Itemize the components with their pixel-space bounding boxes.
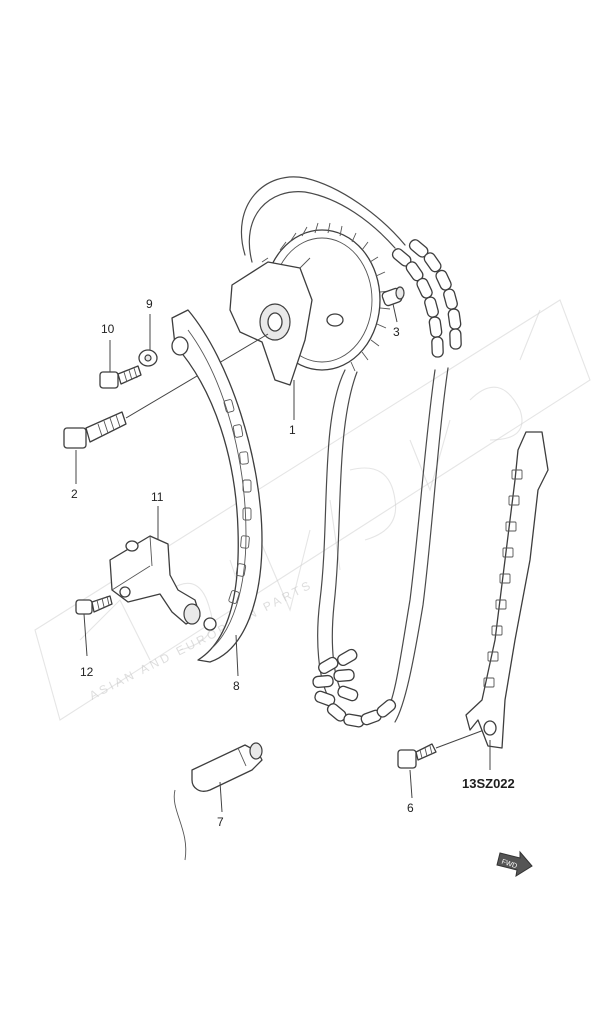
callout-2: 2 — [71, 487, 78, 501]
leader-lines — [75, 303, 491, 813]
callout-9: 9 — [146, 297, 153, 311]
fwd-label: FWD — [501, 859, 518, 871]
bolt-6 — [397, 729, 485, 769]
callout-11: 11 — [151, 490, 164, 504]
callout-8: 8 — [233, 679, 240, 693]
tensioner-guide — [171, 309, 263, 663]
guide-pin — [173, 742, 263, 861]
fwd-arrow-icon: FWD — [496, 850, 533, 878]
camshaft-sprocket — [229, 222, 391, 386]
chain-guide — [465, 431, 549, 749]
drawing-code: 13SZ022 — [462, 776, 515, 791]
callout-3: 3 — [393, 325, 400, 339]
bolt-10 — [99, 365, 142, 389]
callout-10: 10 — [101, 322, 115, 336]
callout-numbers: 1 2 3 6 7 8 9 10 11 12 — [71, 297, 414, 829]
callout-6: 6 — [407, 801, 414, 815]
dowel-pin — [381, 286, 405, 307]
timing-chain — [240, 176, 462, 728]
bolt-12 — [75, 595, 113, 615]
washer-9 — [138, 349, 158, 367]
callout-12: 12 — [80, 665, 94, 679]
callout-7: 7 — [217, 815, 224, 829]
bolt-2 — [63, 333, 269, 449]
callout-1: 1 — [289, 423, 296, 437]
chain-tensioner — [109, 535, 201, 625]
